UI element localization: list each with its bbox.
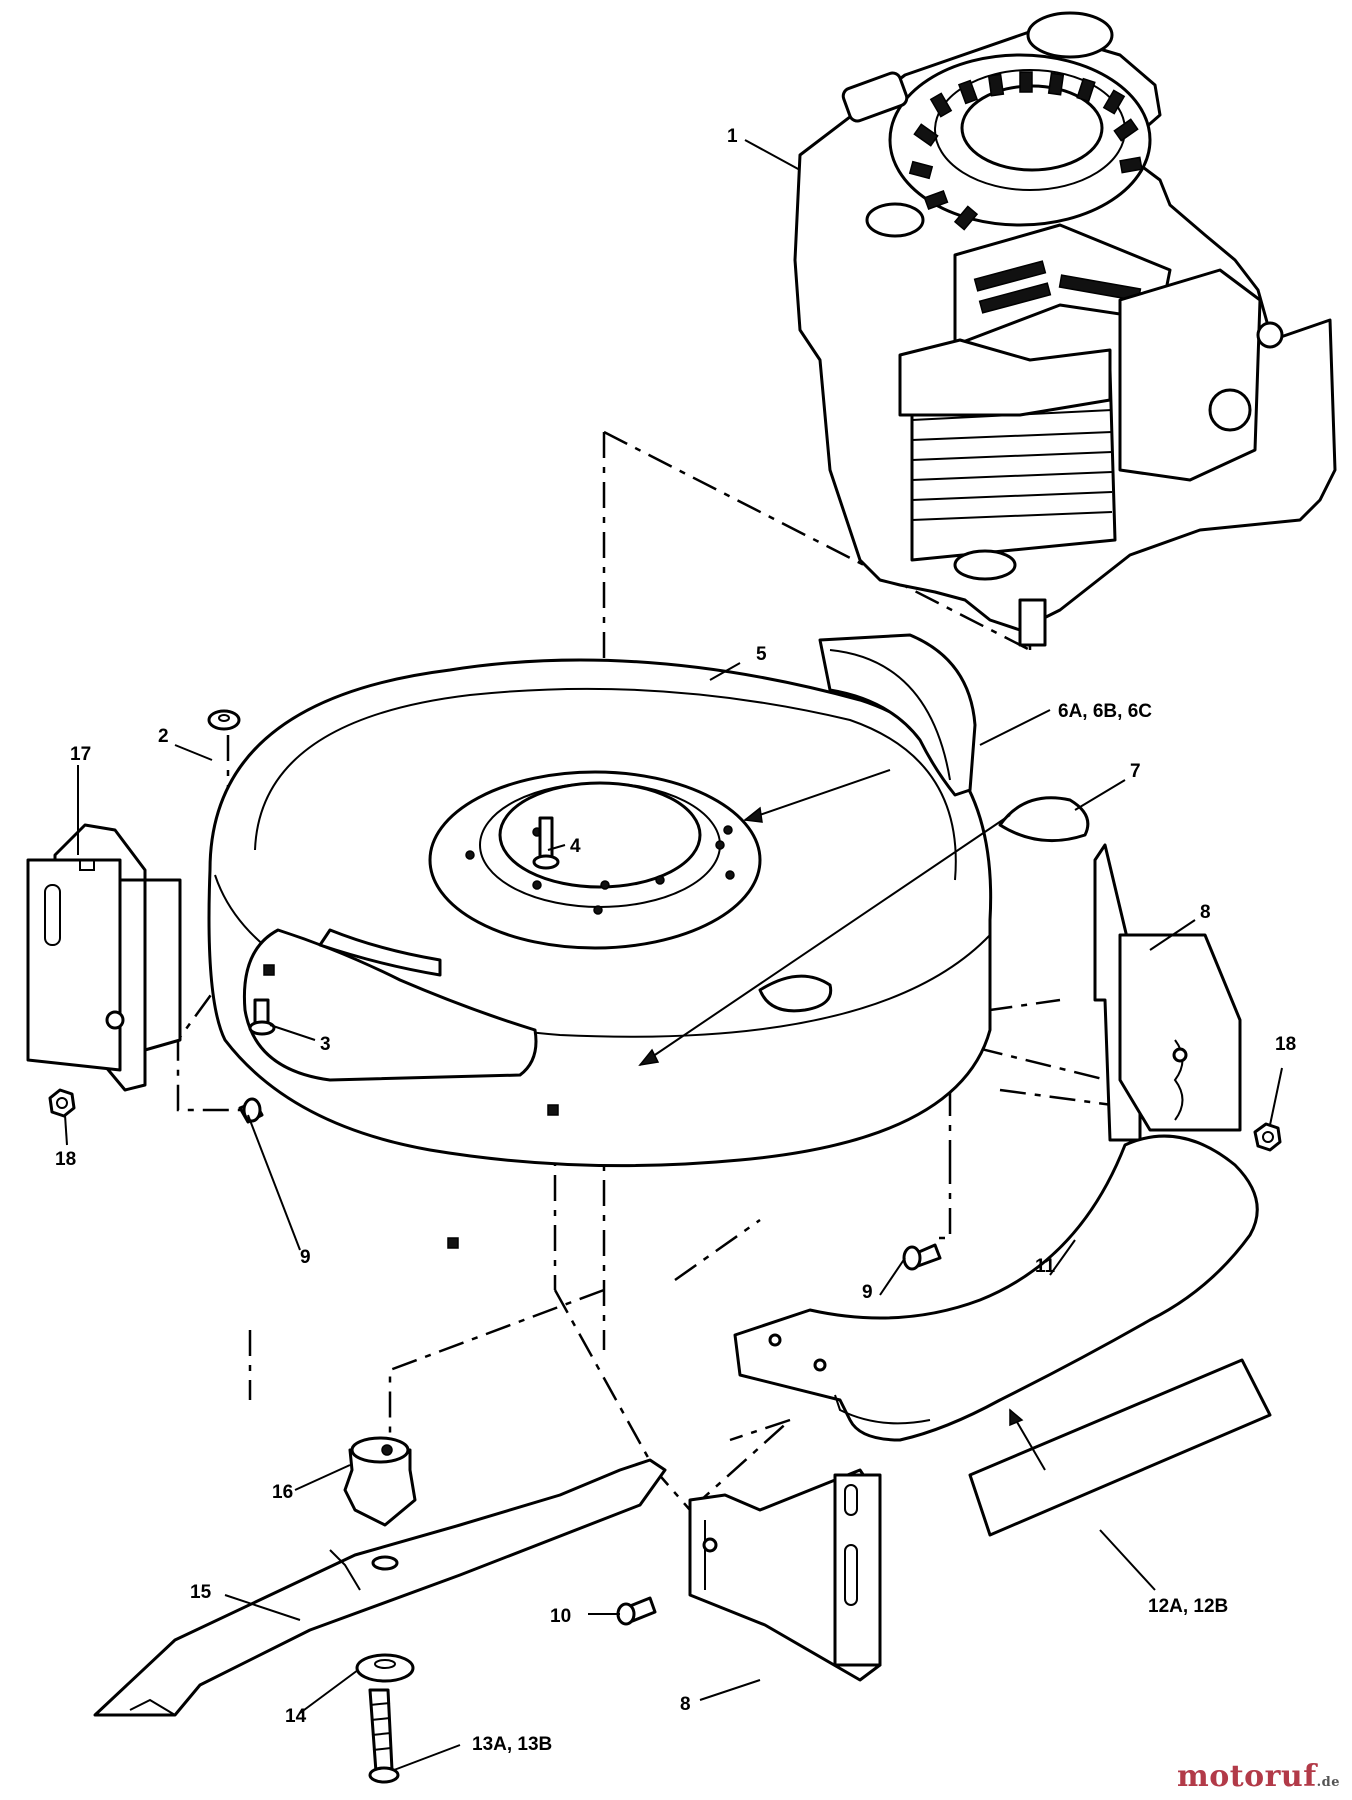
callout-16: 16 (272, 1482, 293, 1503)
callout-2: 2 (158, 726, 169, 747)
callout-11: 11 (1035, 1256, 1056, 1277)
engine (793, 11, 1337, 647)
deck-bolt (248, 998, 276, 1036)
callout-1: 1 (727, 126, 738, 147)
callout-7: 7 (1130, 761, 1141, 782)
callout-18-right: 18 (1275, 1034, 1296, 1055)
retaining-washer (207, 709, 241, 731)
callout-17: 17 (70, 744, 91, 765)
deflector-plate (998, 796, 1090, 843)
rear-discharge-chute (733, 1134, 1259, 1442)
height-adjuster-bracket (26, 823, 182, 1092)
callout-12ab: 12A, 12B (1148, 1596, 1228, 1617)
wheel-bracket-lower (688, 1468, 882, 1682)
callout-labels: 1 2 3 4 5 6A, 6B, 6C 7 8 8 9 9 10 11 12A… (55, 126, 1296, 1755)
carriage-bolt-right (902, 1243, 942, 1271)
wheel-bracket-right (1093, 843, 1242, 1142)
callout-5: 5 (756, 644, 767, 665)
watermark-logo: motoruf.de (1177, 1759, 1340, 1794)
callout-13ab: 13A, 13B (472, 1734, 552, 1755)
blade-washer (355, 1653, 415, 1683)
leader-lines (64, 139, 1283, 1771)
callout-9-left: 9 (300, 1247, 311, 1268)
callout-8-upper: 8 (1200, 902, 1211, 923)
callout-6abc: 6A, 6B, 6C (1058, 701, 1152, 722)
callout-15: 15 (190, 1582, 212, 1603)
label (968, 1358, 1272, 1537)
callout-18-left: 18 (55, 1149, 76, 1170)
callout-10: 10 (550, 1606, 571, 1627)
callout-3: 3 (320, 1034, 331, 1055)
callout-8-lower: 8 (680, 1694, 691, 1715)
blade-bolt (368, 1688, 400, 1784)
callout-14: 14 (285, 1706, 307, 1727)
blade-adapter (343, 1436, 417, 1527)
bolt (616, 1596, 657, 1626)
mower-deck (207, 658, 993, 1249)
carriage-bolt-left (238, 1097, 264, 1124)
watermark-brand: motoruf (1176, 1759, 1317, 1794)
assembly-arrows (638, 769, 1046, 1471)
watermark-tld: .de (1316, 1775, 1340, 1790)
blade (93, 1458, 667, 1717)
baffle (818, 633, 977, 797)
flange-nut-right (1253, 1122, 1282, 1152)
callout-4: 4 (570, 836, 581, 857)
callout-9-right: 9 (862, 1282, 873, 1303)
flange-nut-left (48, 1088, 76, 1118)
